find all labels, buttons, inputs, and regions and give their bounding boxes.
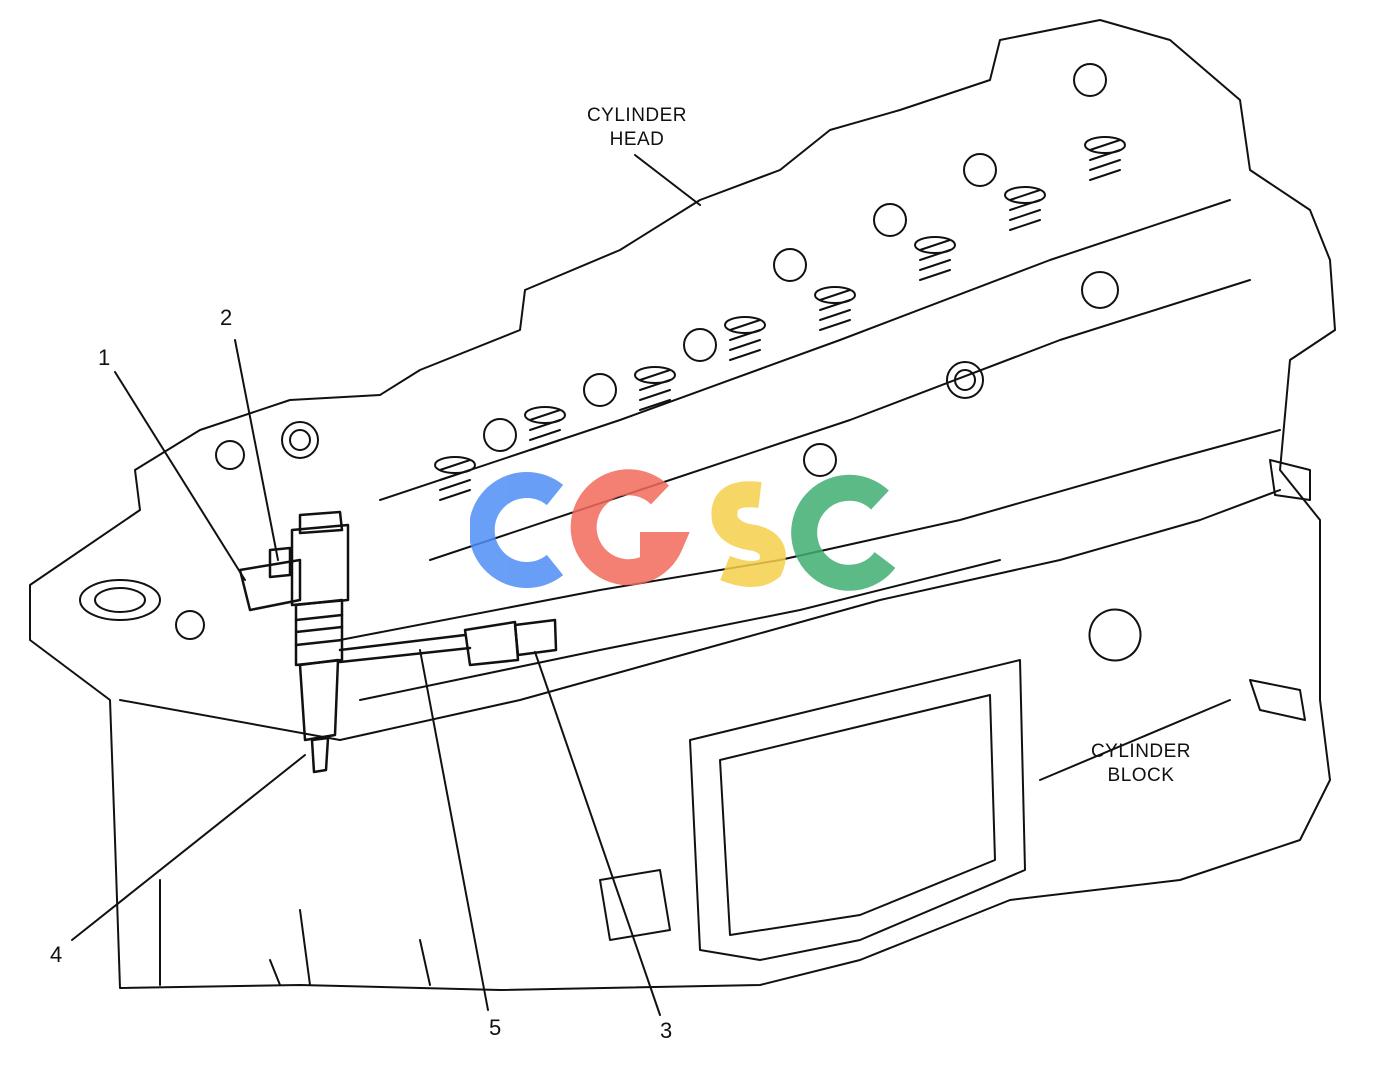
clamp-bolt — [268, 546, 292, 579]
head-gasket-line — [339, 489, 1281, 741]
injector — [290, 510, 350, 774]
valve-springs — [434, 136, 1126, 501]
cylinder-block-label: CYLINDER BLOCK — [1090, 741, 1192, 786]
injector-clamp — [238, 558, 302, 612]
callout-4: 4 — [50, 942, 63, 967]
cylinder-head-label: CYLINDER HEAD — [586, 105, 688, 150]
block-panel — [689, 659, 1026, 961]
engine-outline — [29, 19, 1336, 991]
head-bolts — [175, 63, 1119, 640]
callout-2: 2 — [220, 305, 233, 330]
callout-3: 3 — [660, 1018, 673, 1043]
fuel-connector — [463, 620, 520, 667]
leader-lines — [71, 154, 1231, 1016]
callout-5: 5 — [489, 1015, 502, 1040]
fuel-line — [338, 633, 472, 664]
callout-1: 1 — [98, 345, 111, 370]
